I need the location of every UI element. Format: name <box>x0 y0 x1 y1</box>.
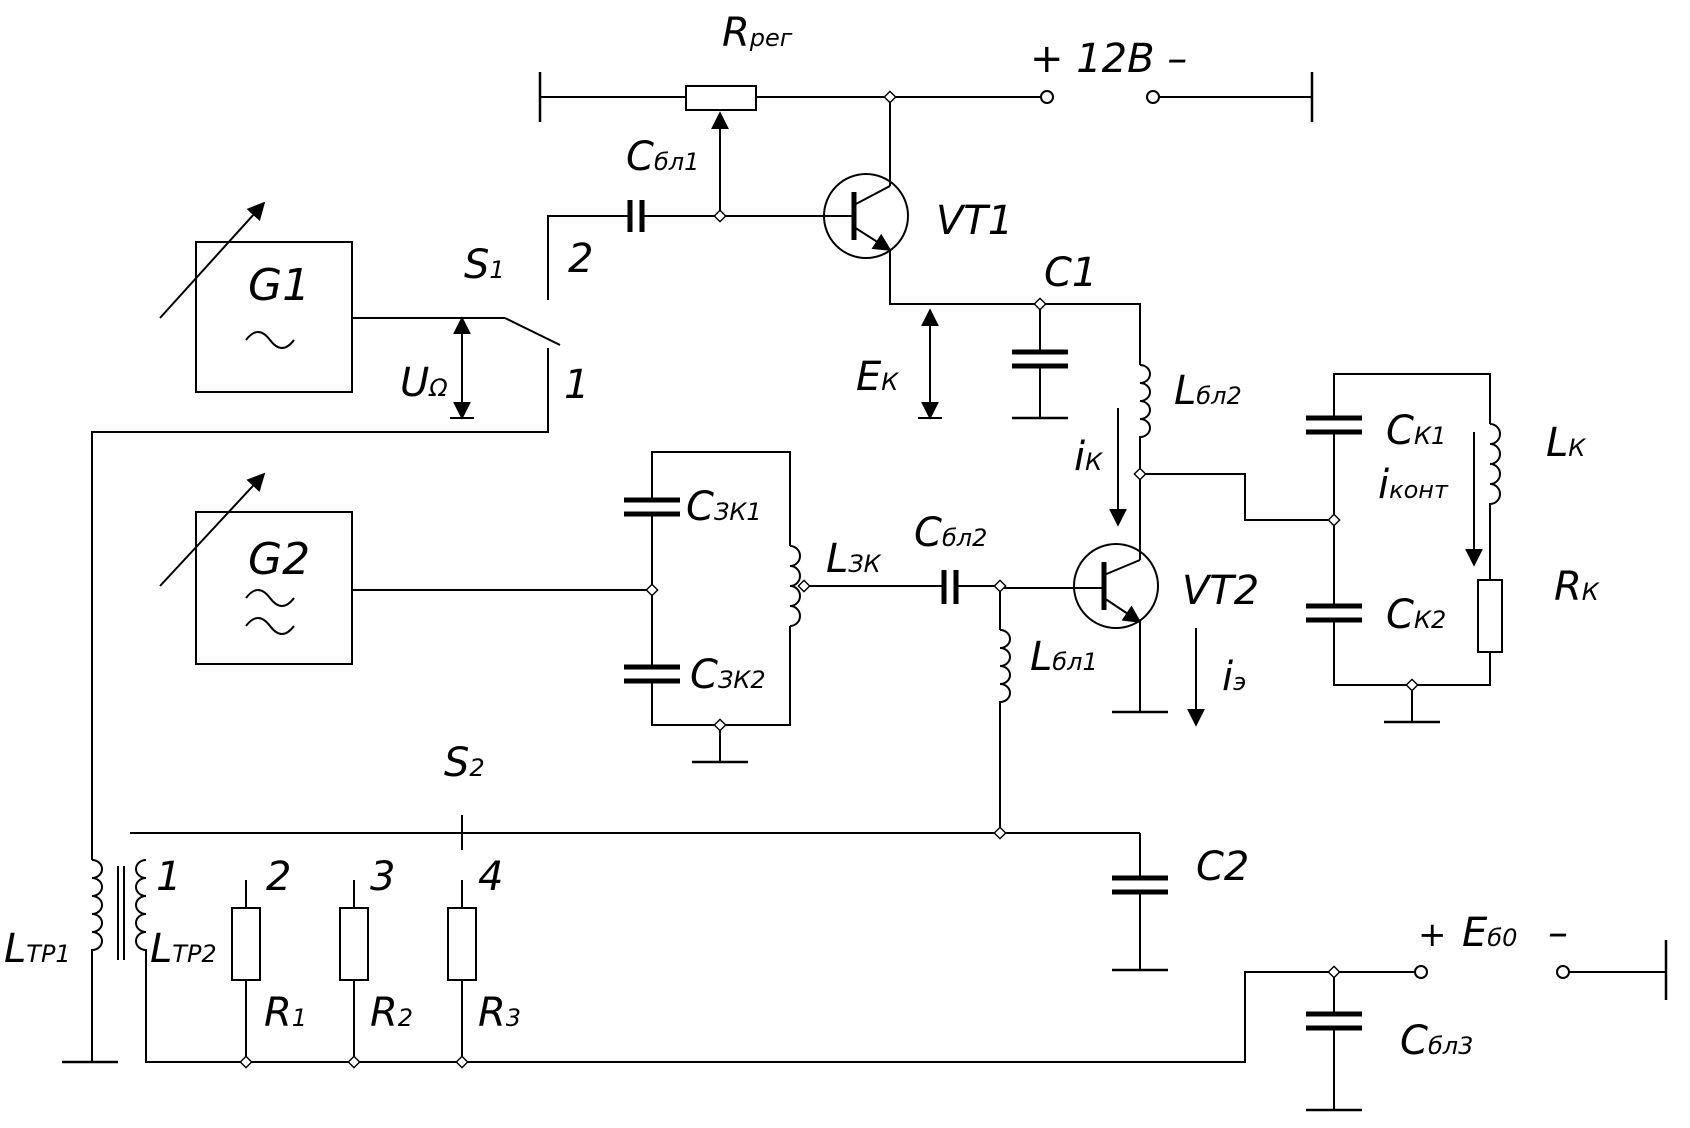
supply-plus-terminal <box>1040 90 1054 104</box>
label-r1: R1 <box>264 990 307 1036</box>
label-lk: LК <box>1546 420 1586 466</box>
label-lzk: LЗК <box>826 536 882 582</box>
label-ck2: CК2 <box>1386 592 1446 638</box>
label-lbl1: Lбл1 <box>1030 634 1098 680</box>
label-r3: R3 <box>478 990 521 1036</box>
junction-nodes <box>239 90 1419 1069</box>
potentiometer-rreg <box>636 85 757 216</box>
vt2-base-circuit <box>804 570 1001 630</box>
label-s1-position-2: 2 <box>568 236 593 282</box>
label-czk2: CЗК2 <box>690 652 766 698</box>
resistor-bank <box>231 880 477 1062</box>
label-rreg: Rрег <box>722 10 793 56</box>
label-ikont: iконт <box>1378 462 1449 508</box>
label-s1: S1 <box>464 242 505 288</box>
label-ebo-minus: – <box>1548 910 1568 956</box>
label-ck1: CК1 <box>1386 408 1446 454</box>
label-u-omega: UΩ <box>400 360 448 406</box>
resistor-r1 <box>231 907 261 981</box>
generator-g1 <box>159 201 561 393</box>
label-c1: C1 <box>1044 250 1097 296</box>
label-cbl2: Cбл2 <box>914 510 987 556</box>
label-cbl3: Cбл3 <box>1400 1018 1473 1064</box>
tank-tap-wire <box>1140 473 1334 521</box>
transistor-vt2 <box>1000 543 1168 714</box>
label-supply-12v: + 12В – <box>1030 36 1187 82</box>
label-lbl2: Lбл2 <box>1174 368 1242 414</box>
inductor-lk <box>1489 423 1501 580</box>
label-cbl1: Cбл1 <box>626 134 699 180</box>
label-ebo: Eб0 <box>1462 910 1517 956</box>
inductor-lbl1 <box>999 629 1011 833</box>
resistor-r2 <box>339 907 369 981</box>
label-rk: RК <box>1554 564 1600 610</box>
label-s2: S2 <box>444 740 485 786</box>
ek-voltage-arrow <box>918 308 942 420</box>
transistor-vt1 <box>810 173 909 259</box>
label-czk1: CЗК1 <box>686 484 762 530</box>
inductor-lbl2 <box>1139 364 1151 560</box>
label-vt2: VT2 <box>1182 568 1259 614</box>
label-c2: C2 <box>1196 844 1249 890</box>
resistor-rk <box>1477 579 1503 653</box>
resistor-r3 <box>447 907 477 981</box>
label-tap-1: 1 <box>156 854 181 900</box>
label-ik: iК <box>1074 434 1103 480</box>
label-ek: EК <box>856 354 899 400</box>
bias-supply-ebo <box>1306 940 1668 1112</box>
inductor-lzk <box>789 545 801 627</box>
supply-minus-terminal <box>1146 90 1160 104</box>
label-vt1: VT1 <box>936 198 1013 244</box>
label-ebo-plus: + <box>1418 915 1447 955</box>
top-supply-rail <box>538 72 1314 122</box>
s1-pos1-wire <box>91 348 549 860</box>
vt1-base-circuit <box>547 200 810 300</box>
label-g2: G2 <box>248 534 310 585</box>
label-s1-position-1: 1 <box>564 362 589 408</box>
label-ltr2: LТР2 <box>150 926 217 972</box>
diagonal-arrow-icon <box>159 472 266 587</box>
s2-bus <box>130 815 1168 972</box>
sine-wave-icon <box>245 331 295 349</box>
transformer-ltr <box>62 859 1330 1064</box>
double-sine-wave-icon <box>245 589 295 635</box>
diagonal-arrow-icon <box>159 201 266 319</box>
label-ie: iэ <box>1222 654 1246 700</box>
generator-g2 <box>159 472 652 665</box>
label-tap-3: 3 <box>370 854 395 900</box>
label-r2: R2 <box>370 990 413 1036</box>
label-tap-4: 4 <box>478 854 503 900</box>
vt1-emitter-circuit <box>889 250 1141 420</box>
label-ltr1: LТР1 <box>4 926 71 972</box>
u-omega-voltage-arrow <box>450 316 474 420</box>
label-g1: G1 <box>248 260 310 311</box>
label-tap-2: 2 <box>266 854 291 900</box>
